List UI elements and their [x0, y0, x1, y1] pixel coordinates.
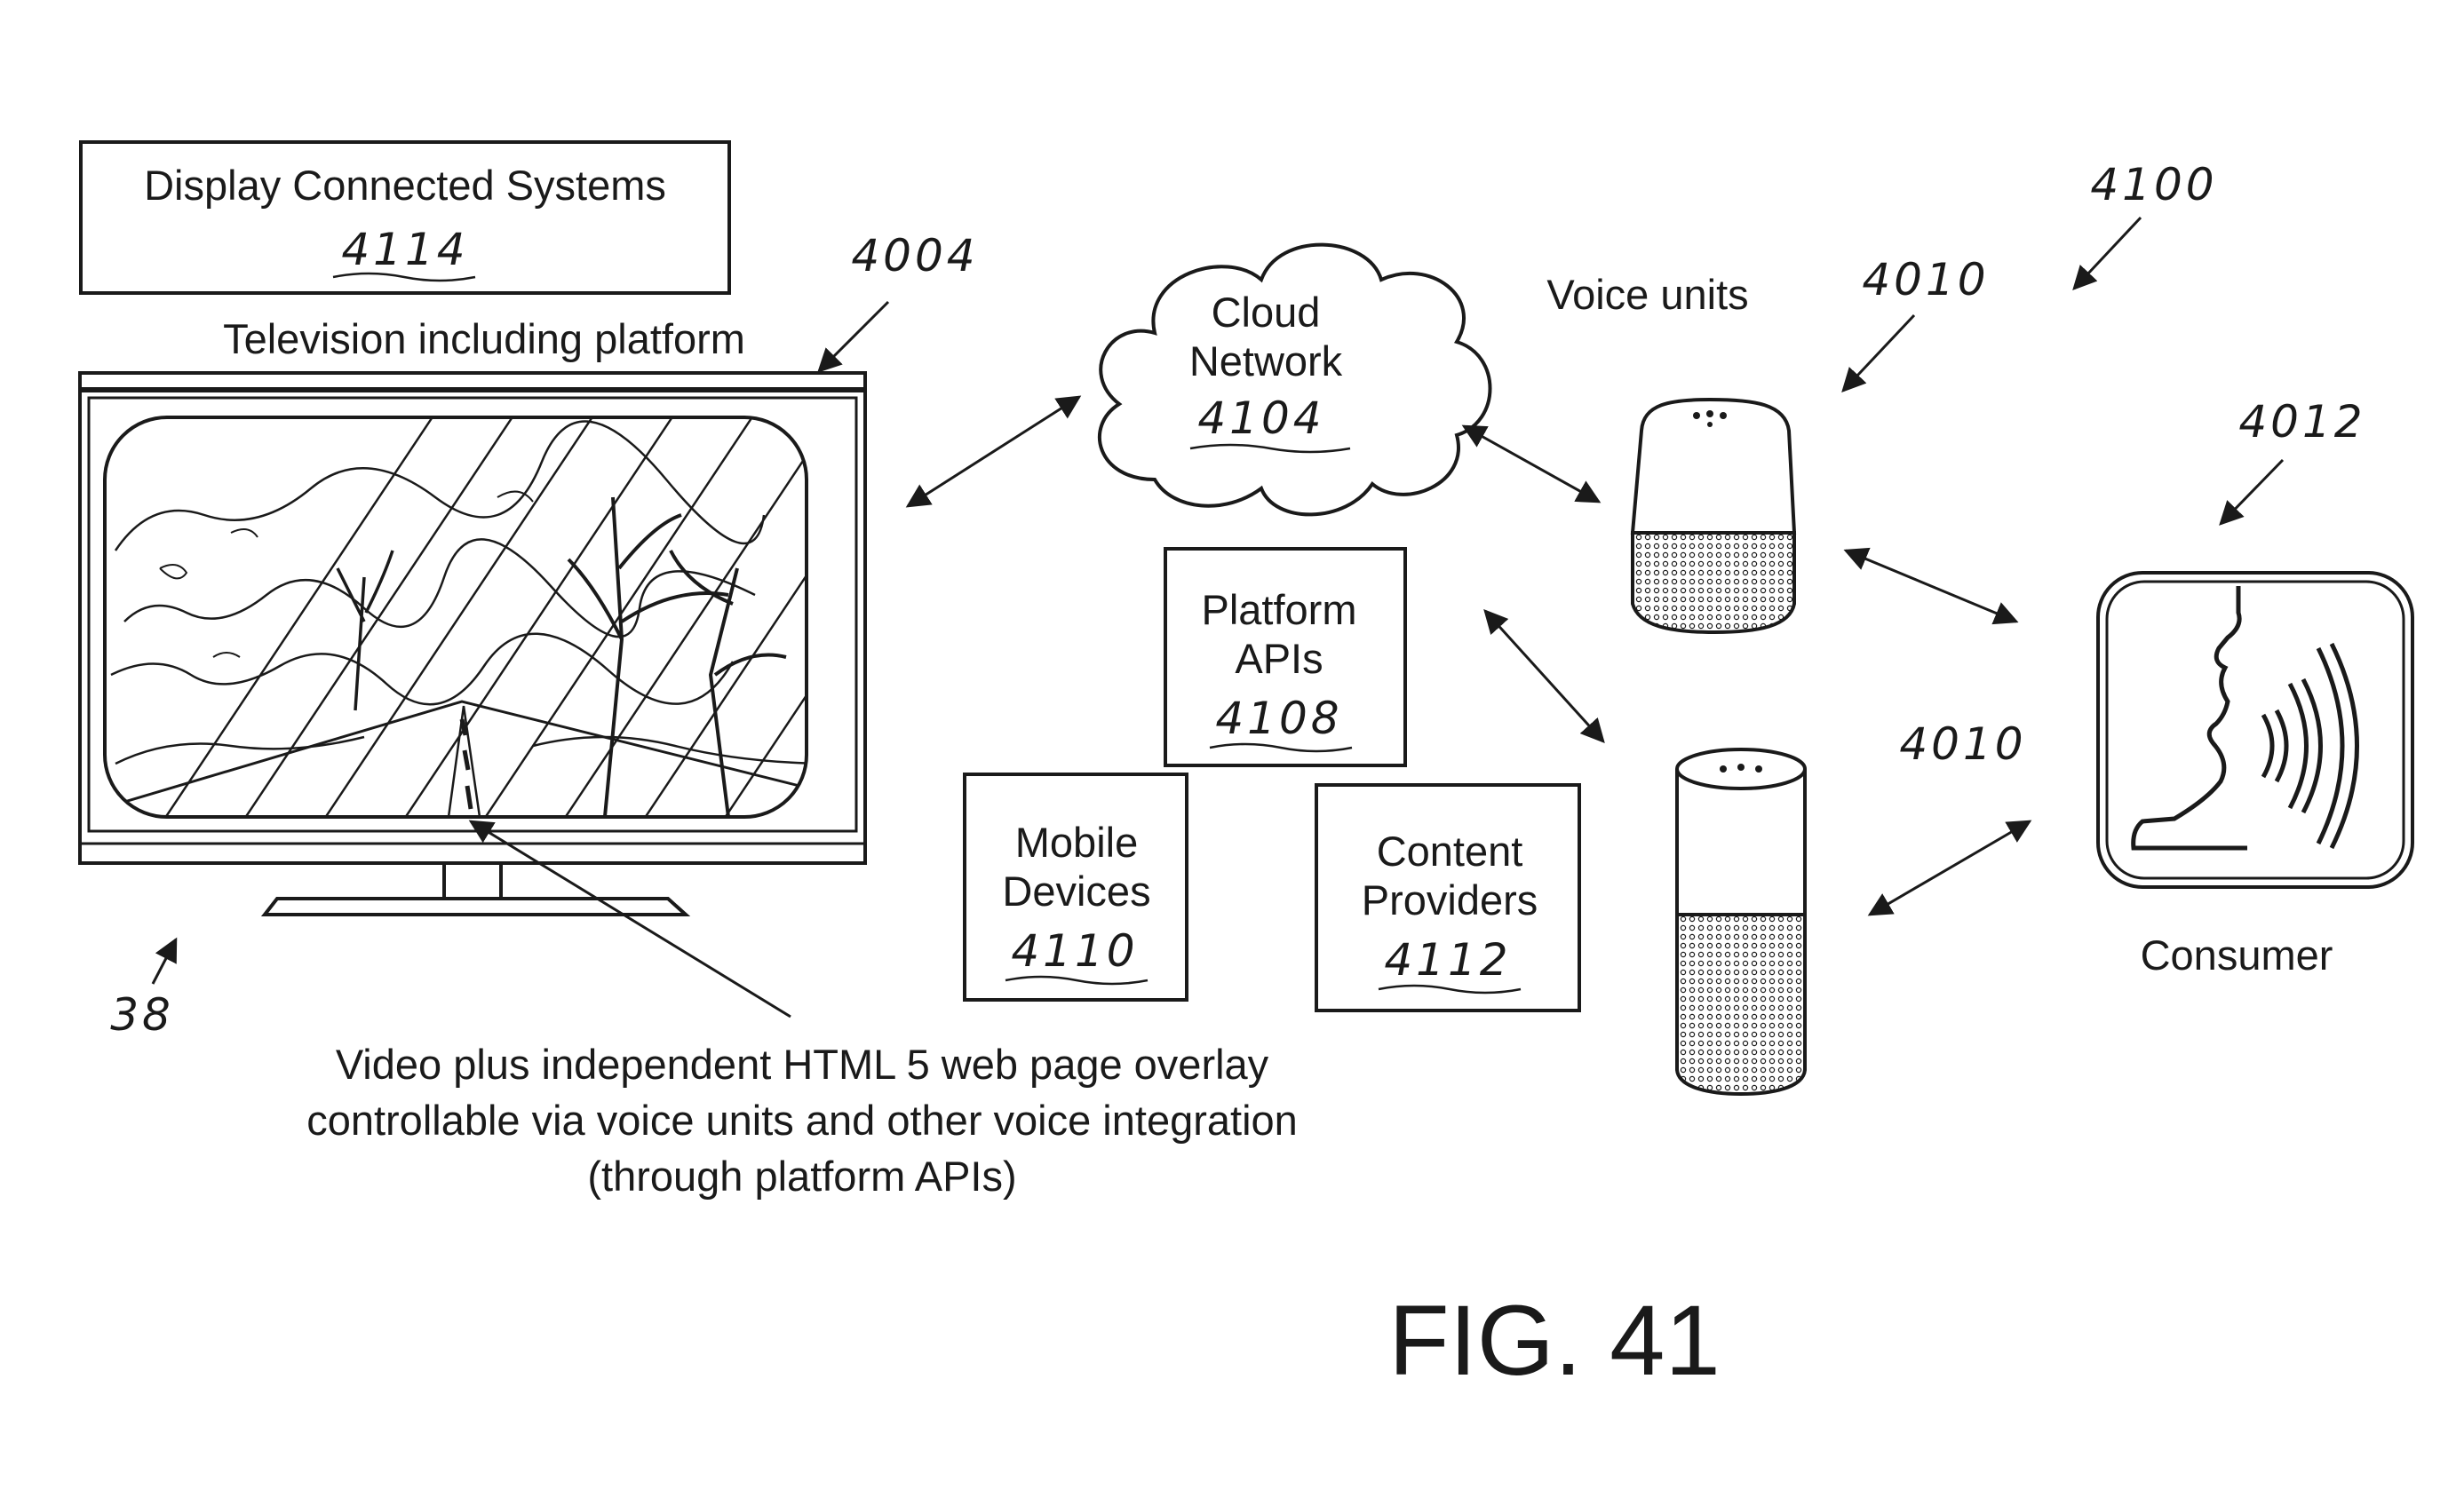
screen-scene — [0, 266, 1172, 1066]
voice-ref-top-arrow — [1843, 315, 1914, 391]
consumer-label: Consumer — [2141, 931, 2333, 979]
figure-number: FIG. 41 — [1388, 1285, 1720, 1396]
platform-apis-box: Platform APIs 4108 — [1165, 549, 1405, 765]
platform-apis-line1: Platform — [1202, 586, 1357, 633]
figure-ref-arrow — [2074, 218, 2141, 289]
platform-apis-line2: APIs — [1235, 635, 1323, 682]
device-ref: 38 — [110, 989, 174, 1041]
display-connected-systems-ref: 4114 — [341, 224, 468, 275]
voice-unit-smart-speaker-icon — [1633, 400, 1794, 632]
cloud-ref: 4104 — [1197, 392, 1324, 444]
voice-unit-cylinder-speaker-icon — [1677, 749, 1805, 1094]
mobile-devices-ref: 4110 — [1011, 925, 1138, 977]
content-providers-line2: Providers — [1362, 876, 1538, 923]
cloud-network: Cloud Network 4104 — [1100, 245, 1490, 515]
content-providers-line1: Content — [1377, 828, 1523, 875]
platform-apis-ref: 4108 — [1215, 693, 1342, 744]
cloud-label-line1: Cloud — [1212, 289, 1321, 336]
overlay-caption-line1: Video plus independent HTML 5 web page o… — [336, 1041, 1269, 1088]
overlay-caption-line3: (through platform APIs) — [587, 1153, 1016, 1200]
voice-consumer-arrow-bottom — [1870, 821, 2030, 915]
mobile-devices-line2: Devices — [1002, 868, 1150, 915]
voice-unit-ref-bottom: 4010 — [1899, 718, 2026, 770]
overlay-pointer-arrow — [471, 821, 791, 1017]
ref-underline — [1005, 977, 1148, 984]
ref-underline — [1379, 986, 1521, 993]
device-ref-arrow — [153, 939, 176, 984]
voice-units-label: Voice units — [1546, 271, 1748, 318]
consumer-ref: 4012 — [2238, 396, 2365, 448]
consumer-ref-arrow — [2221, 460, 2283, 524]
voice-consumer-arrow-top — [1846, 551, 2016, 622]
mobile-devices-box: Mobile Devices 4110 — [965, 774, 1187, 1000]
display-connected-systems-label: Display Connected Systems — [144, 162, 666, 209]
ref-underline — [1210, 744, 1352, 751]
ref-underline — [1190, 445, 1350, 452]
overlay-caption-line2: controllable via voice units and other v… — [306, 1097, 1298, 1144]
television-icon — [0, 266, 1172, 1066]
mobile-devices-line1: Mobile — [1015, 819, 1138, 866]
tv-cloud-arrow — [908, 397, 1079, 506]
television-caption: Television including platform — [223, 315, 745, 362]
television-ref: 4004 — [851, 230, 978, 281]
content-providers-box: Content Providers 4112 — [1316, 785, 1579, 1011]
consumer-speaking-icon — [2098, 573, 2412, 887]
television-ref-arrow — [819, 302, 888, 371]
voice-unit-ref-top: 4010 — [1862, 254, 1989, 305]
cloud-voice-arrow — [1464, 426, 1599, 502]
display-connected-systems-box: Display Connected Systems 4114 — [81, 142, 729, 293]
cloud-label-line2: Network — [1189, 337, 1343, 384]
content-providers-ref: 4112 — [1384, 934, 1511, 986]
figure-ref: 4100 — [2090, 159, 2217, 210]
platform-voice-arrow — [1485, 611, 1603, 741]
